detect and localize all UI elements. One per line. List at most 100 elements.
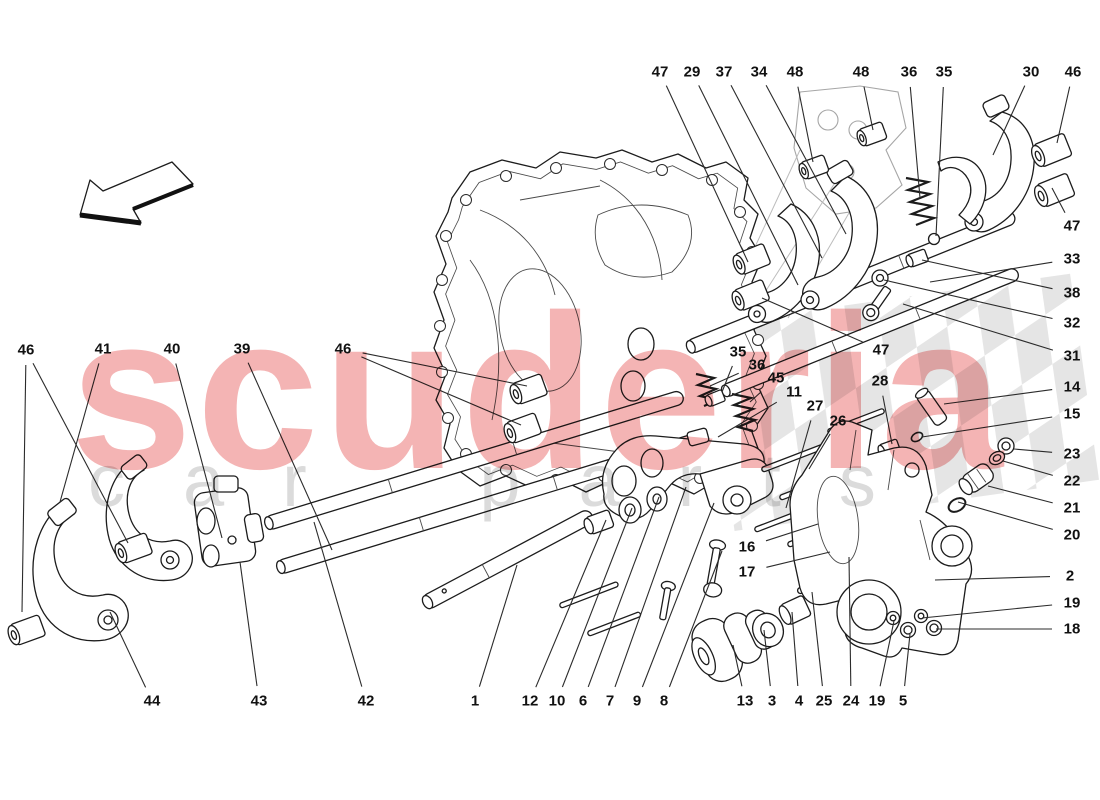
leader-line-32 [883, 279, 1053, 320]
leader-line-28 [882, 395, 893, 445]
part-number-callout: 7 [605, 692, 615, 710]
leader-line-33 [929, 261, 1053, 283]
leader-line-47 [761, 297, 863, 343]
selector-rod-upper-left [263, 390, 684, 531]
part-number-callout: 34 [750, 63, 768, 81]
leader-line-2 [934, 576, 1051, 581]
part-number-callout: 47 [872, 341, 890, 359]
part-number-callout: 46 [17, 341, 35, 359]
leader-line-47 [665, 85, 749, 263]
leader-line-36 [909, 86, 921, 199]
bushing-center-upper [509, 373, 548, 405]
part-number-callout: 35 [935, 63, 953, 81]
leader-line-9 [641, 502, 715, 688]
leader-line-12 [535, 519, 607, 688]
leader-line-6 [587, 496, 660, 688]
leader-line-26 [808, 433, 831, 470]
washer-32 [871, 269, 889, 287]
detent-spring-top [904, 176, 939, 227]
part-number-callout: 6 [578, 692, 588, 710]
part-number-callout: 2 [1065, 567, 1075, 585]
part-number-callout: 20 [1063, 526, 1081, 544]
part-number-callout: 17 [738, 563, 756, 581]
bushing-right-end-upper [1030, 133, 1073, 168]
plug-38 [905, 248, 929, 268]
part-number-callout: 35 [729, 343, 747, 361]
leader-line-24 [848, 556, 852, 687]
selector-block [193, 475, 265, 568]
bushing-48-right [856, 121, 888, 147]
washer-3 [751, 612, 785, 648]
leader-line-5 [904, 633, 911, 687]
part-number-callout: 14 [1063, 378, 1081, 396]
leader-line-35 [935, 86, 944, 237]
leader-line-48 [797, 86, 814, 163]
part-number-callout: 37 [715, 63, 733, 81]
leader-line-19 [921, 604, 1053, 619]
part-number-callout: 24 [842, 692, 860, 710]
leader-line-10 [561, 507, 633, 688]
part-number-callout: 29 [683, 63, 701, 81]
bushing-left-end [7, 614, 46, 646]
nut-23 [997, 437, 1015, 455]
leader-line-43 [239, 561, 258, 687]
spring-45 [730, 392, 759, 433]
leader-line-21 [987, 485, 1053, 504]
detent-ball-top [927, 232, 941, 246]
leader-line-36 [709, 372, 739, 387]
leader-line-39 [247, 362, 333, 551]
bushing-pair-lower [731, 279, 770, 311]
leader-line-46 [361, 356, 522, 426]
bushing-right-end-lower [1033, 173, 1076, 208]
part-number-callout: 47 [1063, 217, 1081, 235]
leader-line-7 [614, 486, 687, 688]
part-number-callout: 19 [868, 692, 886, 710]
leader-line-44 [109, 611, 147, 688]
part-number-callout: 12 [521, 692, 539, 710]
control-bracket-housing [789, 420, 973, 658]
shift-fork-right [800, 159, 879, 311]
leader-line-41 [59, 363, 100, 503]
leader-line-46 [21, 364, 27, 613]
part-number-callout: 28 [871, 372, 889, 390]
bushing-12 [583, 509, 615, 535]
gearbox-housing [433, 149, 769, 495]
checker-band [705, 273, 1099, 531]
part-number-callout: 11 [786, 383, 802, 401]
part-number-callout: 33 [1063, 250, 1081, 268]
leader-line-35 [721, 365, 733, 393]
bushing-48-left [798, 154, 830, 180]
leader-line-14 [943, 389, 1053, 405]
bushing-center-lower [503, 412, 542, 444]
part-number-callout: 21 [1063, 499, 1081, 517]
ring-6 [646, 486, 668, 512]
leader-line-17 [766, 551, 831, 568]
part-number-callout: 45 [767, 369, 785, 387]
part-number-callout: 44 [143, 692, 161, 710]
part-number-callout: 13 [736, 692, 754, 710]
part-number-callout: 41 [94, 340, 112, 358]
part-number-callout: 16 [738, 538, 756, 556]
leader-line-11 [717, 401, 778, 438]
part-number-callout: 38 [1063, 284, 1081, 302]
fork-finger [937, 156, 987, 225]
part-number-callout: 23 [1063, 445, 1081, 463]
part-number-callout: 46 [1064, 63, 1082, 81]
nut-18 [925, 619, 943, 637]
leader-line-13 [732, 644, 743, 687]
leader-line-16 [765, 523, 819, 542]
leader-line-31 [902, 303, 1054, 351]
leader-line-3 [763, 629, 771, 687]
bolt-31 [862, 285, 892, 322]
part-number-callout: 36 [900, 63, 918, 81]
leader-line-23 [1013, 448, 1053, 453]
leader-line-42 [313, 521, 363, 687]
part-number-callout: 48 [786, 63, 804, 81]
lever-arm-cam [699, 458, 774, 515]
leader-line-40 [175, 363, 223, 539]
part-number-callout: 30 [1022, 63, 1040, 81]
valve-21 [958, 463, 994, 496]
